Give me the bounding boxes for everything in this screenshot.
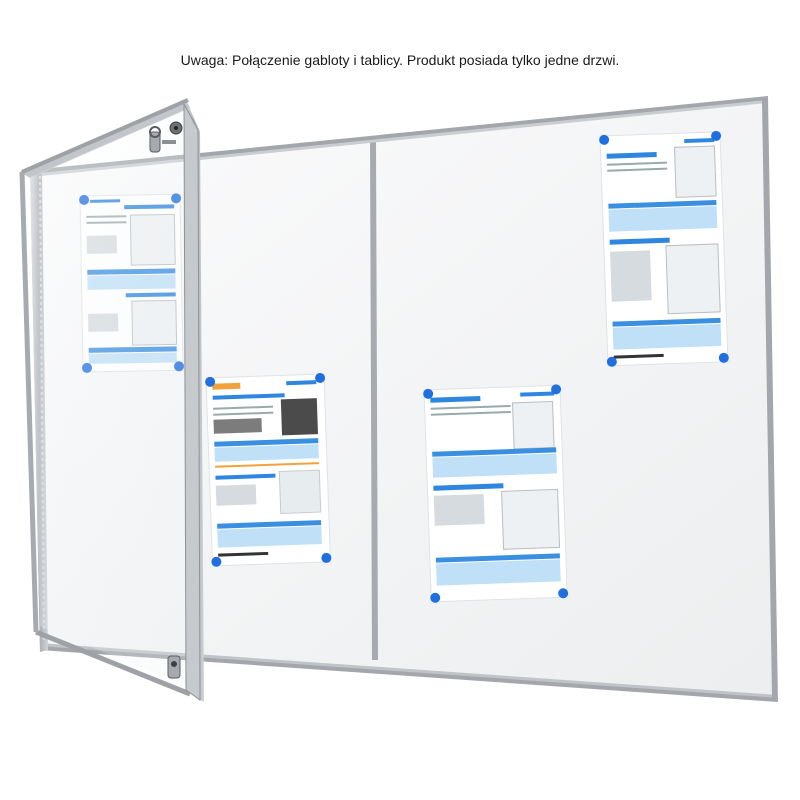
key-lock-icon[interactable] bbox=[149, 121, 183, 153]
poster-2 bbox=[205, 373, 332, 567]
hinge-icon bbox=[167, 655, 181, 679]
magnet-icon bbox=[551, 384, 562, 395]
magnet-icon bbox=[205, 376, 216, 387]
center-divider bbox=[370, 140, 378, 660]
magnet-icon bbox=[606, 356, 617, 367]
magnet-icon bbox=[711, 130, 722, 141]
magnet-icon bbox=[423, 388, 434, 399]
poster-3 bbox=[423, 384, 569, 603]
magnet-icon bbox=[599, 134, 610, 145]
open-door[interactable] bbox=[19, 98, 204, 702]
magnet-icon bbox=[558, 588, 569, 599]
magnet-icon bbox=[321, 552, 332, 563]
caption: Uwaga: Połączenie gabloty i tablicy. Pro… bbox=[180, 52, 620, 68]
magnet-icon bbox=[211, 556, 222, 567]
magnet-icon bbox=[718, 352, 729, 363]
poster-4 bbox=[599, 130, 729, 367]
magnet-icon bbox=[430, 592, 441, 603]
magnet-icon bbox=[315, 373, 326, 384]
